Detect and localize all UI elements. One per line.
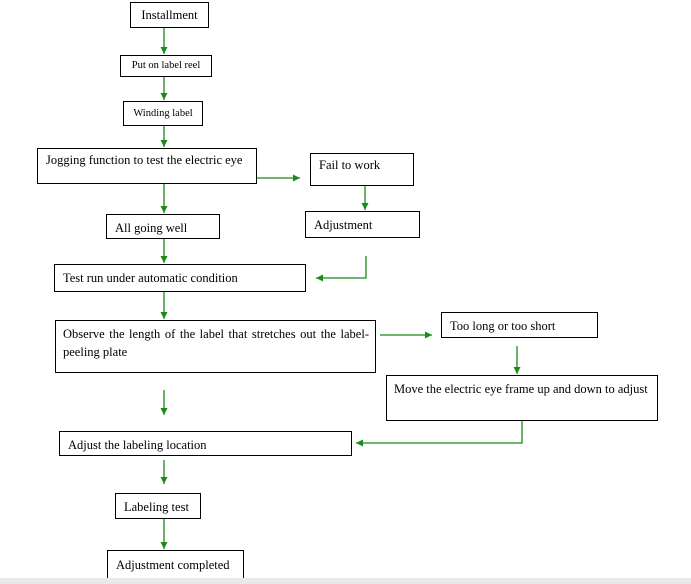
bottom-scroll-strip bbox=[0, 578, 691, 584]
node-move-eye-frame: Move the electric eye frame up and down … bbox=[386, 375, 658, 421]
node-winding-label: Winding label bbox=[123, 101, 203, 126]
node-adjustment-completed: Adjustment completed bbox=[107, 550, 244, 579]
node-test-run: Test run under automatic condition bbox=[54, 264, 306, 292]
node-observe-length: Observe the length of the label that str… bbox=[55, 320, 376, 373]
node-too-long-short: Too long or too short bbox=[441, 312, 598, 338]
node-adjustment: Adjustment bbox=[305, 211, 420, 238]
arrow-move-to-location bbox=[356, 421, 523, 447]
node-fail-to-work: Fail to work bbox=[310, 153, 414, 186]
node-put-on-label-reel: Put on label reel bbox=[120, 55, 212, 77]
node-all-going-well: All going well bbox=[106, 214, 220, 239]
node-labeling-test: Labeling test bbox=[115, 493, 201, 519]
node-jogging-test: Jogging function to test the electric ey… bbox=[37, 148, 257, 184]
node-installment: Installment bbox=[130, 2, 209, 28]
node-adjust-location: Adjust the labeling location bbox=[59, 431, 352, 456]
arrow-adjustment-to-testrun bbox=[316, 256, 367, 282]
